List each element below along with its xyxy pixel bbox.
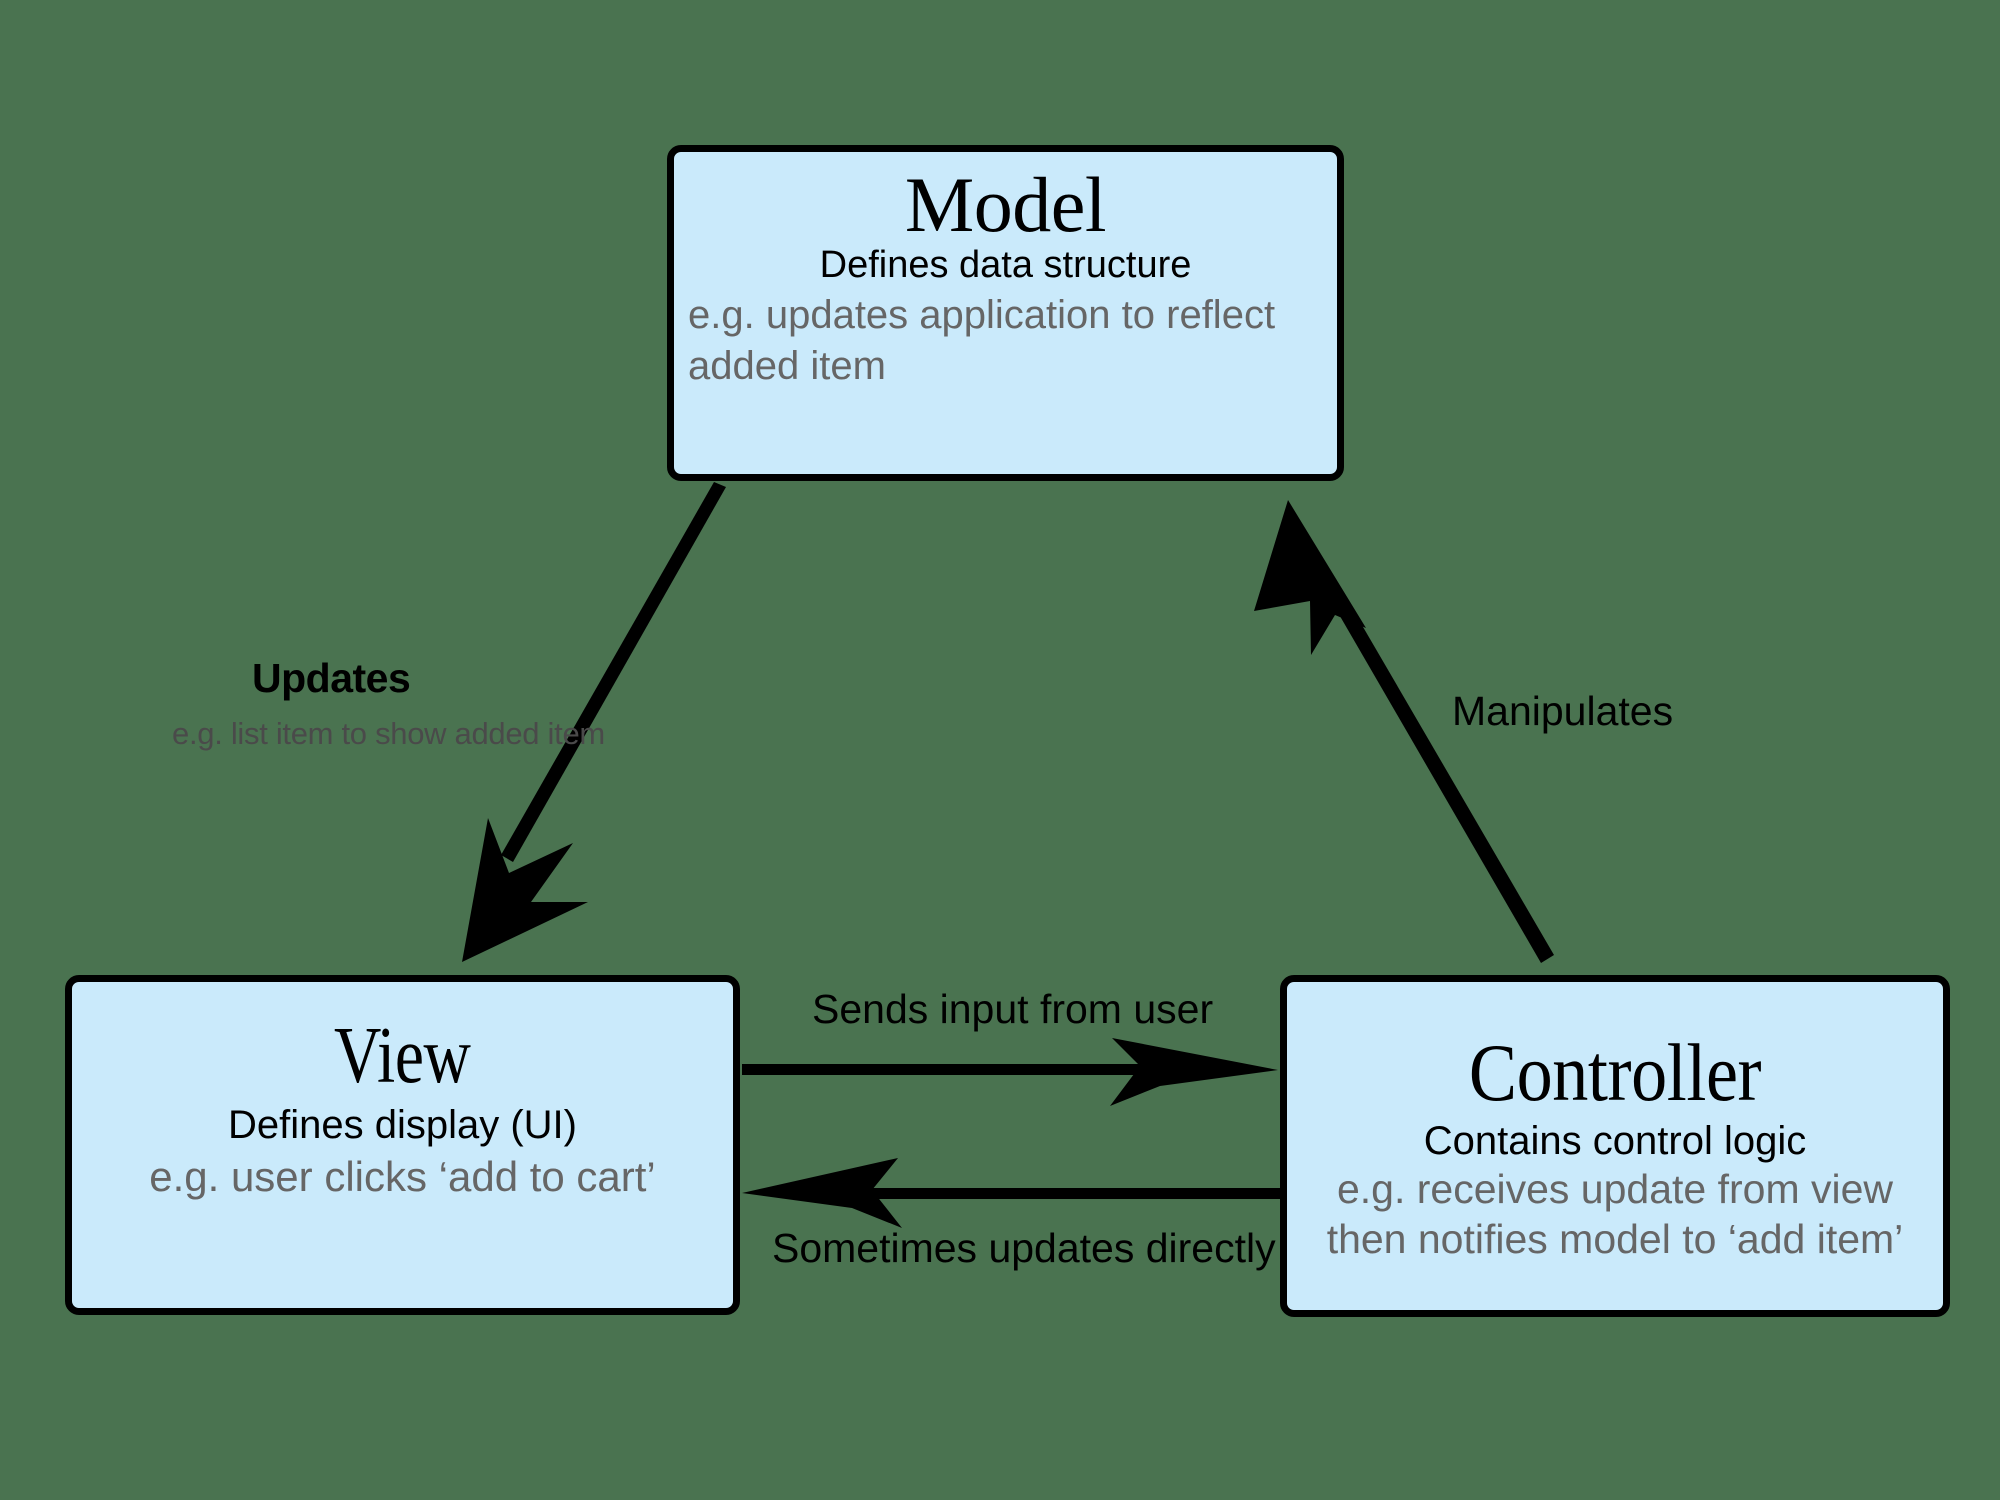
node-view-example: e.g. user clicks ‘add to cart’ [149,1153,656,1200]
edge-model-to-view-arrowhead [462,818,588,962]
node-controller-title: Controller [1468,1027,1762,1118]
node-model-title: Model [904,161,1107,248]
edge-controller-to-view-arrowhead [742,1158,902,1228]
edge-label-sends-input-from-user: Sends input from user [812,986,1214,1032]
edge-sublabel-updates-example: e.g. list item to show added item [172,716,605,751]
edge-label-manipulates: Manipulates [1452,688,1674,734]
edge-label-sometimes-updates-directly: Sometimes updates directly [772,1225,1276,1271]
node-model[interactable]: Model Defines data structure e.g. update… [667,145,1344,481]
edge-model-to-view-shaft [501,482,726,862]
node-controller-subtitle: Contains control logic [1423,1119,1807,1163]
node-controller[interactable]: Controller Contains control logic e.g. r… [1280,975,1950,1317]
node-view-subtitle: Defines display (UI) [227,1103,577,1147]
node-model-example: e.g. updates application to reflect adde… [688,292,1276,389]
edge-controller-to-view-shaft [870,1188,1282,1199]
edge-view-to-controller-arrowhead [1110,1038,1278,1106]
node-view[interactable]: View Defines display (UI) e.g. user clic… [65,975,740,1315]
node-controller-example-line1: e.g. receives update from view [1336,1166,1894,1212]
edge-view-to-controller-shaft [742,1064,1162,1075]
node-view-title: View [334,1012,471,1100]
edge-controller-to-view [742,1158,1282,1228]
edge-controller-to-model-arrowhead [1254,500,1366,655]
node-model-subtitle: Defines data structure [819,244,1192,286]
edge-label-updates: Updates [252,655,411,701]
edge-controller-to-model-shaft [1326,584,1554,963]
edge-view-to-controller [742,1038,1278,1106]
node-controller-example-line2: then notifies model to ‘add item’ [1326,1216,1904,1263]
